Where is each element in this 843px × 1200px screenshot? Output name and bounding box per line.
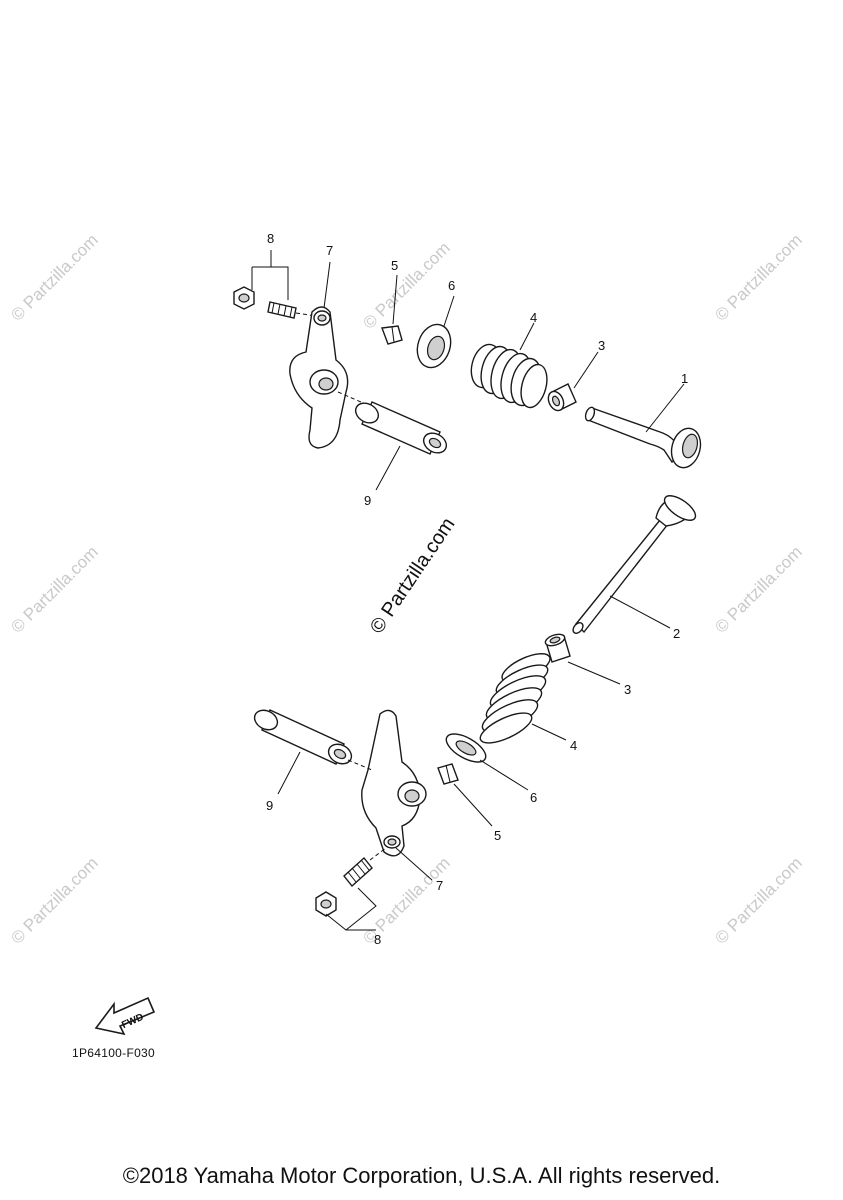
lower-part-2-exhaust-valve (572, 495, 697, 634)
upper-part-1-intake-valve (584, 406, 702, 469)
callout-lower-6: 6 (530, 790, 537, 805)
watermark: © Partzilla.com (7, 230, 101, 324)
upper-part-7-rocker-arm (289, 306, 349, 449)
part-code: 1P64100-F030 (72, 1046, 155, 1060)
callout-upper-5: 5 (391, 258, 398, 273)
callout-lower-5: 5 (494, 828, 501, 843)
upper-part-6-spring-retainer (416, 323, 452, 369)
upper-part-5-valve-cotter (381, 325, 403, 345)
callout-upper-3: 3 (598, 338, 605, 353)
watermark: © Partzilla.com (711, 853, 805, 947)
watermark: © Partzilla.com (7, 542, 101, 636)
lower-part-7-rocker-arm (361, 709, 427, 857)
watermark: © Partzilla.com (711, 230, 805, 324)
watermark: © Partzilla.com (7, 853, 101, 947)
upper-part-8-locknut-adjuster (233, 286, 317, 319)
lower-part-8-locknut-adjuster (315, 847, 387, 917)
watermark: © Partzilla.com (359, 238, 453, 332)
lower-part-6-spring-retainer (445, 733, 487, 763)
callout-upper-1: 1 (681, 371, 688, 386)
fwd-arrow-icon: FWD (94, 996, 156, 1036)
callout-lower-9: 9 (266, 798, 273, 813)
callout-upper-9: 9 (364, 493, 371, 508)
watermark: © Partzilla.com (711, 542, 805, 636)
upper-part-9-rocker-shaft (354, 401, 448, 455)
callout-upper-6: 6 (448, 278, 455, 293)
upper-part-4-valve-spring (470, 343, 548, 409)
callout-upper-4: 4 (530, 310, 537, 325)
callout-lower-7: 7 (436, 878, 443, 893)
callout-lower-8: 8 (374, 932, 381, 947)
lower-part-9-rocker-shaft (253, 709, 353, 765)
callout-upper-7: 7 (326, 243, 333, 258)
callout-lower-4: 4 (570, 738, 577, 753)
lower-part-5-valve-cotter (437, 763, 459, 785)
upper-part-3-stem-seal (547, 383, 577, 412)
copyright-notice: ©2018 Yamaha Motor Corporation, U.S.A. A… (122, 1163, 721, 1188)
lower-part-3-stem-seal (544, 633, 571, 663)
lower-part-4-valve-spring (479, 653, 551, 744)
callout-upper-8: 8 (267, 231, 274, 246)
callout-lower-2: 2 (673, 626, 680, 641)
callout-lower-3: 3 (624, 682, 631, 697)
center-watermark: © Partzilla.com (366, 514, 460, 638)
